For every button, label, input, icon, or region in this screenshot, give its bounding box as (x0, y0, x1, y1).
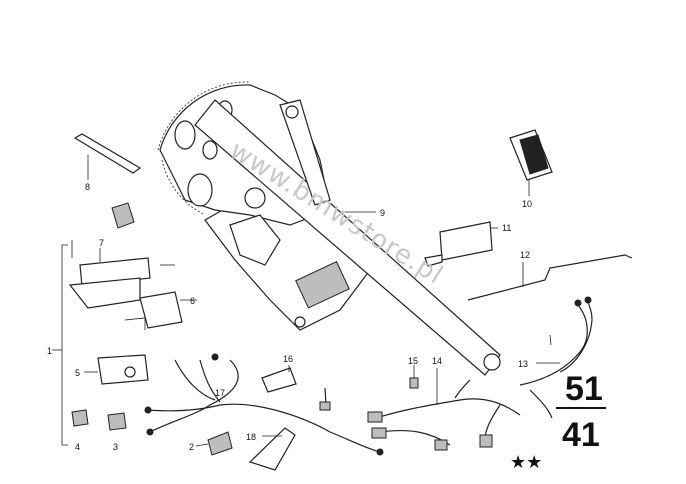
harness-wire (519, 304, 588, 386)
link-pivot (285, 105, 299, 119)
harness-wire (147, 403, 331, 433)
plate-hole (187, 173, 213, 207)
harness-wire (529, 389, 553, 419)
wire-terminal (146, 428, 154, 436)
harness-wire (329, 431, 381, 453)
mount-bolt (294, 316, 306, 328)
group-number-bottom: 41 (562, 416, 600, 454)
harness-wire (369, 398, 521, 421)
connector (367, 411, 383, 423)
part-6-relay (124, 291, 197, 330)
part-15-plug (409, 377, 419, 389)
drive-pinion (244, 187, 266, 209)
drive-motor (229, 214, 281, 266)
clip-3 (107, 412, 127, 431)
plate-tab (424, 254, 443, 267)
relay-bracket (124, 317, 146, 330)
callout-2: 2 (189, 442, 194, 452)
callout-3: 3 (113, 442, 118, 452)
callout-5: 5 (75, 368, 80, 378)
star-rating: ★★ (510, 452, 542, 473)
wire-terminal (584, 296, 592, 304)
part-10-switch (509, 129, 553, 196)
clip-4 (71, 409, 89, 427)
plate-hole (174, 120, 196, 150)
part-5-module (84, 354, 149, 385)
callout-1: 1 (47, 346, 52, 356)
wire-terminal (144, 406, 152, 414)
switch-rocker (519, 134, 549, 175)
module-knob (124, 366, 136, 378)
callout-9: 9 (380, 208, 385, 218)
module-body (97, 354, 149, 385)
harness-wire (174, 359, 216, 401)
switch-connector (111, 202, 135, 229)
part-7-bracket (68, 240, 175, 309)
part-11-plate (424, 221, 498, 267)
plate-hole (202, 140, 218, 160)
trim-strip (73, 133, 142, 174)
window-regulator (157, 81, 501, 376)
connector (371, 427, 387, 439)
part-16-clip (261, 367, 297, 393)
part-13-harness (519, 296, 593, 419)
callout-12: 12 (520, 250, 530, 260)
relay-body (139, 291, 183, 329)
callout-11: 11 (502, 223, 511, 233)
callout-7: 7 (99, 238, 104, 248)
gear-teeth-lower (161, 159, 206, 216)
regulator-arm (194, 99, 501, 376)
callout-6: 6 (190, 296, 195, 306)
group-number-top: 51 (565, 370, 603, 408)
callout-15: 15 (408, 356, 418, 366)
gear-teeth (157, 81, 251, 151)
callout-18: 18 (246, 432, 256, 442)
harness-wire (454, 379, 471, 399)
screw (549, 334, 552, 346)
leader-2 (195, 443, 209, 447)
harness-wire (559, 301, 593, 373)
wire-terminal (211, 353, 219, 361)
connecting-rod (467, 254, 633, 301)
group-bracket-1 (61, 244, 68, 446)
part-12-rod (467, 254, 633, 301)
motor-housing (295, 261, 350, 309)
part-17-harness (144, 353, 384, 456)
bracket-flange (68, 277, 141, 309)
harness-wire (199, 359, 221, 403)
callout-8: 8 (85, 182, 90, 192)
callout-4: 4 (75, 442, 80, 452)
part-8-strip (73, 133, 142, 180)
clip-2 (207, 431, 233, 456)
callout-14: 14 (432, 356, 442, 366)
callout-13: 13 (518, 359, 528, 369)
callout-10: 10 (522, 199, 532, 209)
arm-roller (483, 353, 501, 371)
connector (434, 439, 448, 451)
wire-terminal (574, 299, 582, 307)
callout-16: 16 (283, 354, 293, 364)
part-18-bracket (248, 427, 296, 471)
harness-wire (149, 359, 239, 433)
connector (479, 434, 493, 448)
regulator-link (279, 99, 331, 206)
part-14-harness (367, 368, 521, 451)
callout-17: 17 (215, 388, 225, 398)
wire-terminal (376, 448, 384, 456)
plate-body (439, 221, 493, 261)
screw-nut (319, 401, 331, 411)
